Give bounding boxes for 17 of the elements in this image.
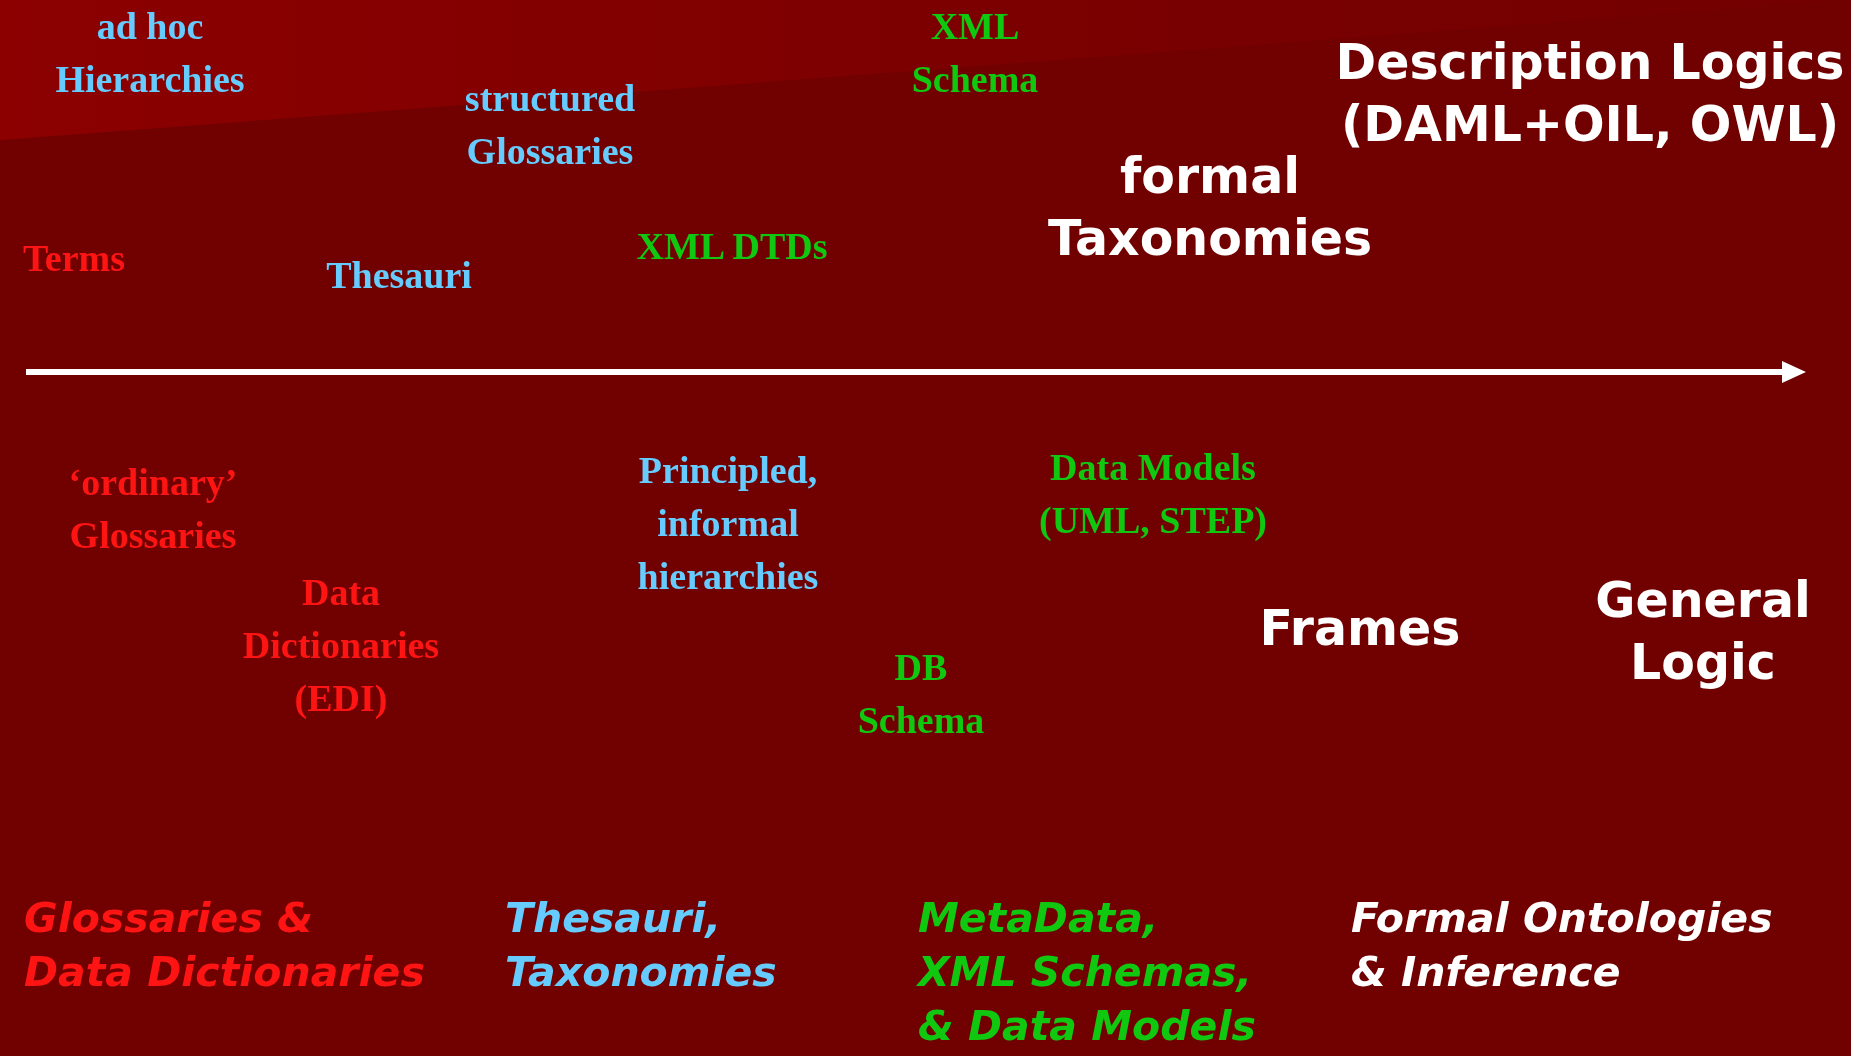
category-heading: Formal Ontologies & Inference xyxy=(1351,893,1773,998)
category-heading: Thesauri, Taxonomies xyxy=(505,893,777,998)
spectrum-term: XML DTDs xyxy=(636,224,828,269)
spectrum-term: ad hoc Hierarchies xyxy=(55,4,245,102)
category-heading: Glossaries & Data Dictionaries xyxy=(24,893,425,998)
spectrum-term: DB Schema xyxy=(857,645,985,743)
spectrum-term: Data Dictionaries (EDI) xyxy=(242,570,440,721)
spectrum-term: Data Models (UML, STEP) xyxy=(1039,445,1267,543)
spectrum-term: Terms xyxy=(23,236,125,281)
spectrum-term: Principled, informal hierarchies xyxy=(637,448,819,599)
spectrum-term: structured Glossaries xyxy=(464,76,636,174)
spectrum-term: General Logic xyxy=(1595,571,1811,693)
spectrum-term: Thesauri xyxy=(326,253,472,298)
spectrum-term: XML Schema xyxy=(911,4,1039,102)
category-heading: MetaData, XML Schemas, & Data Models xyxy=(918,893,1256,1052)
spectrum-term: ‘ordinary’ Glossaries xyxy=(68,460,238,558)
spectrum-term: Frames xyxy=(1259,599,1461,659)
